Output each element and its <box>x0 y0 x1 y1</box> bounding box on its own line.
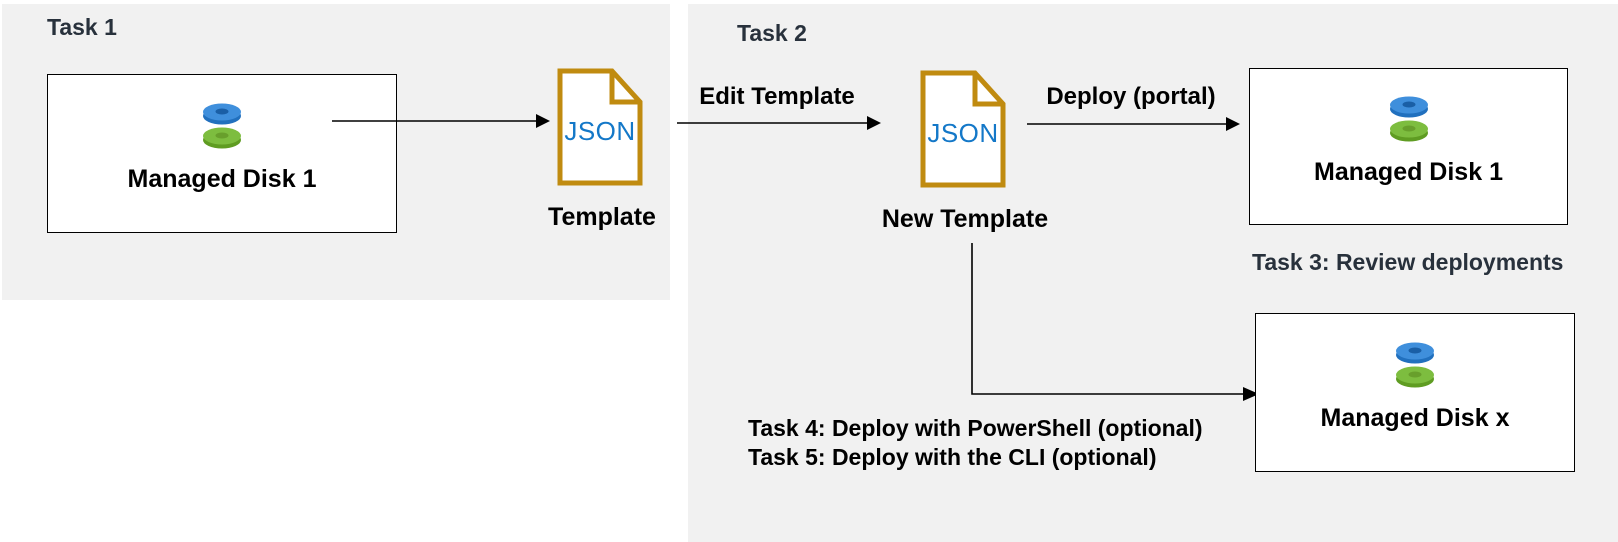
arrow-edit-template <box>677 116 881 130</box>
managed-disk-1-source-box: Managed Disk 1 <box>47 74 397 233</box>
arrow-disk-to-template <box>332 114 550 128</box>
edit-template-label: Edit Template <box>699 83 855 110</box>
managed-disk-x-box: Managed Disk x <box>1255 313 1575 472</box>
task4-label: Task 4: Deploy with PowerShell (optional… <box>748 415 1203 441</box>
task5-label: Task 5: Deploy with the CLI (optional) <box>748 444 1157 470</box>
managed-disk-x-label: Managed Disk x <box>1320 404 1510 432</box>
json-file-icon <box>920 70 1006 188</box>
json-template-file-icon: JSON <box>555 66 645 188</box>
task1-heading: Task 1 <box>47 14 117 40</box>
managed-disk-icon <box>1389 96 1428 142</box>
json-file-text: JSON <box>927 118 999 148</box>
json-file-text: JSON <box>564 116 636 146</box>
json-new-template-file-icon: JSON <box>918 68 1008 190</box>
task3-heading: Task 3: Review deployments <box>1252 249 1564 275</box>
arrow-deploy-portal <box>1027 117 1240 131</box>
deploy-portal-label: Deploy (portal) <box>1046 83 1216 110</box>
json-file-icon <box>557 68 643 186</box>
managed-disk-1-deployed-box: Managed Disk 1 <box>1249 68 1568 225</box>
managed-disk-1-source-label: Managed Disk 1 <box>127 165 317 193</box>
template-caption: Template <box>548 203 656 231</box>
managed-disk-icon <box>1396 342 1434 388</box>
task2-heading: Task 2 <box>737 20 807 46</box>
new-template-caption: New Template <box>881 205 1049 233</box>
optional-tasks-block: Task 4: Deploy with PowerShell (optional… <box>748 414 1203 472</box>
managed-disk-icon <box>203 103 241 149</box>
arrow-deploy-cli-powershell <box>971 243 1259 401</box>
managed-disk-1-deployed-label: Managed Disk 1 <box>1314 158 1503 186</box>
